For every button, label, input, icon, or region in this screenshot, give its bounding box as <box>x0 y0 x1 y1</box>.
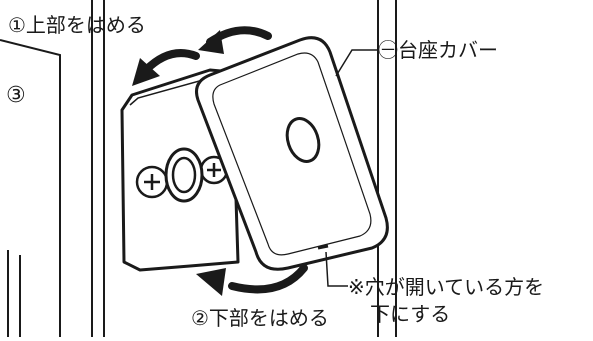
base-cover <box>195 36 389 271</box>
cover-hole <box>285 117 321 163</box>
note-line1: ※穴が開いている方を <box>348 275 545 299</box>
wall-rails <box>0 0 397 337</box>
cover-part-label: ㊀台座カバー <box>378 38 498 62</box>
curved-arrow-icon <box>132 26 272 86</box>
leader-lines <box>325 49 378 287</box>
wall-number-label: ③ <box>6 83 26 108</box>
step2-label: ②下部をはめる <box>191 306 329 330</box>
orientation-note: ※穴が開いている方を 下にする <box>348 274 544 328</box>
curved-arrow-icon <box>196 264 308 296</box>
screw-icon <box>135 165 169 199</box>
step1-label: ①上部をはめる <box>8 13 146 37</box>
outlet-hole <box>164 147 204 203</box>
note-line2: 下にする <box>370 302 451 326</box>
